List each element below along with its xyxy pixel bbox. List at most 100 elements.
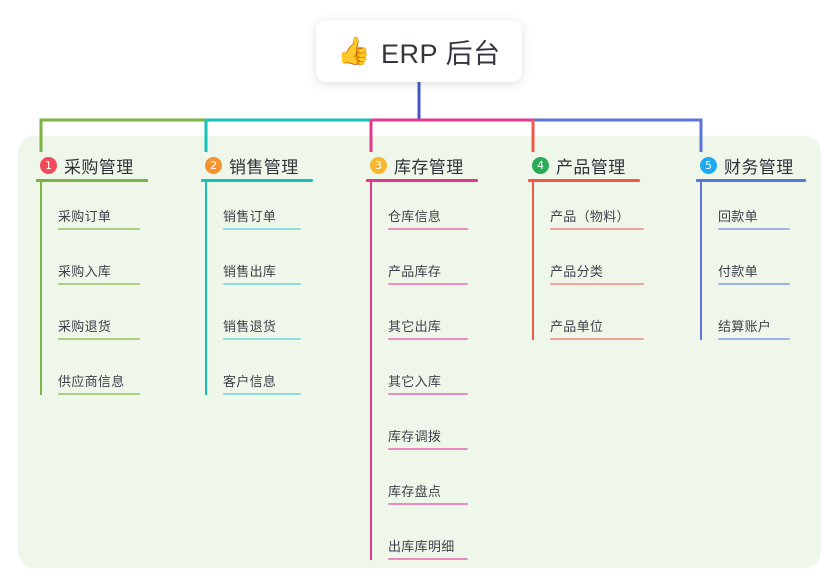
- branch-item[interactable]: 采购退货: [36, 292, 152, 347]
- branch-number-badge: 4: [532, 156, 549, 174]
- branch-item-label: 其它入库: [388, 374, 442, 389]
- branch-item[interactable]: 回款单: [696, 182, 810, 237]
- branch-title: 产品管理: [556, 157, 626, 177]
- branch-number-badge: 2: [205, 156, 222, 174]
- branch-item-underline: [718, 338, 790, 340]
- branch-title: 财务管理: [724, 157, 794, 177]
- branch-spine: [370, 182, 372, 560]
- branch-items: 采购订单采购入库采购退货供应商信息: [36, 182, 152, 402]
- branch-title: 销售管理: [229, 157, 299, 177]
- branch-item-label: 库存盘点: [388, 484, 442, 499]
- branch-item-underline: [58, 283, 140, 285]
- branch-item[interactable]: 库存调拨: [366, 402, 482, 457]
- branch-item-underline: [388, 283, 468, 285]
- branch-item-underline: [388, 503, 468, 505]
- branch-item[interactable]: 库存盘点: [366, 457, 482, 512]
- branch-column-2: 2 销售管理销售订单销售出库销售退货客户信息: [201, 148, 317, 402]
- branch-item[interactable]: 销售订单: [201, 182, 317, 237]
- branch-item-underline: [718, 283, 790, 285]
- branch-header-3[interactable]: 3 库存管理: [366, 148, 482, 182]
- branch-item-label: 其它出库: [388, 319, 442, 334]
- branch-item[interactable]: 产品分类: [528, 237, 644, 292]
- branch-item-underline: [388, 558, 468, 560]
- branch-items: 产品（物料） 产品分类产品单位: [528, 182, 644, 347]
- branch-item-label: 出库库明细: [388, 539, 455, 554]
- branch-item-label: 采购退货: [58, 319, 112, 334]
- branch-number-badge: 3: [370, 156, 387, 174]
- branch-item-underline: [550, 283, 644, 285]
- branch-item[interactable]: 采购订单: [36, 182, 152, 237]
- branch-item-underline: [550, 338, 644, 340]
- branch-header-5[interactable]: 5 财务管理: [696, 148, 810, 182]
- branch-column-5: 5 财务管理回款单付款单结算账户: [696, 148, 810, 347]
- diagram-panel: [18, 136, 821, 568]
- branch-item-label: 仓库信息: [388, 209, 442, 224]
- branch-item[interactable]: 出库库明细: [366, 512, 482, 567]
- branch-item[interactable]: 其它出库: [366, 292, 482, 347]
- branch-item-label: 销售出库: [223, 264, 277, 279]
- branch-item[interactable]: 其它入库: [366, 347, 482, 402]
- branch-spine: [40, 182, 42, 395]
- branch-item-label: 销售退货: [223, 319, 277, 334]
- branch-item[interactable]: 产品库存: [366, 237, 482, 292]
- branch-item-underline: [550, 228, 644, 230]
- branch-item[interactable]: 产品（物料）: [528, 182, 644, 237]
- branch-items: 回款单付款单结算账户: [696, 182, 810, 347]
- branch-item[interactable]: 付款单: [696, 237, 810, 292]
- branch-underline: [366, 179, 478, 182]
- branch-item-label: 回款单: [718, 209, 758, 224]
- branch-item[interactable]: 客户信息: [201, 347, 317, 402]
- branch-item[interactable]: 仓库信息: [366, 182, 482, 237]
- branch-item-underline: [388, 228, 468, 230]
- branch-item-label: 产品分类: [550, 264, 604, 279]
- branch-header-4[interactable]: 4 产品管理: [528, 148, 644, 182]
- branch-items: 仓库信息产品库存其它出库其它入库库存调拨库存盘点出库库明细: [366, 182, 482, 567]
- branch-number-badge: 5: [700, 156, 717, 174]
- branch-item-label: 付款单: [718, 264, 758, 279]
- branch-underline: [528, 179, 640, 182]
- branch-title: 采购管理: [64, 157, 134, 177]
- branch-spine: [532, 182, 534, 340]
- branch-item-underline: [58, 393, 140, 395]
- branch-item-underline: [718, 228, 790, 230]
- branch-item-underline: [58, 338, 140, 340]
- branch-item-underline: [223, 338, 301, 340]
- branch-item[interactable]: 销售退货: [201, 292, 317, 347]
- branch-item-underline: [388, 393, 468, 395]
- branch-item-label: 销售订单: [223, 209, 277, 224]
- branch-title: 库存管理: [394, 157, 464, 177]
- branch-item[interactable]: 结算账户: [696, 292, 810, 347]
- branch-item-label: 产品库存: [388, 264, 442, 279]
- branch-item-label: 产品（物料）: [550, 209, 630, 224]
- thumbs-up-icon: 👍: [337, 35, 372, 66]
- branch-header-1[interactable]: 1 采购管理: [36, 148, 152, 182]
- branch-item[interactable]: 供应商信息: [36, 347, 152, 402]
- branch-item-underline: [388, 338, 468, 340]
- branch-column-3: 3 库存管理仓库信息产品库存其它出库其它入库库存调拨库存盘点出库库明细: [366, 148, 482, 567]
- branch-item-underline: [58, 228, 140, 230]
- branch-item[interactable]: 产品单位: [528, 292, 644, 347]
- branch-item-underline: [223, 283, 301, 285]
- branch-underline: [201, 179, 313, 182]
- branch-number-badge: 1: [40, 156, 57, 174]
- branch-item-underline: [223, 393, 301, 395]
- branch-item-underline: [388, 448, 468, 450]
- branch-item-underline: [223, 228, 301, 230]
- branch-column-1: 1 采购管理采购订单采购入库采购退货供应商信息: [36, 148, 152, 402]
- branch-item-label: 采购入库: [58, 264, 112, 279]
- branch-spine: [700, 182, 702, 340]
- branch-underline: [36, 179, 148, 182]
- branch-item[interactable]: 采购入库: [36, 237, 152, 292]
- root-node[interactable]: 👍 ERP 后台: [316, 20, 522, 82]
- branch-items: 销售订单销售出库销售退货客户信息: [201, 182, 317, 402]
- branch-item-label: 供应商信息: [58, 374, 125, 389]
- root-node-title: ERP 后台: [381, 38, 501, 69]
- branch-item-label: 客户信息: [223, 374, 277, 389]
- branch-item-label: 采购订单: [58, 209, 112, 224]
- branch-spine: [205, 182, 207, 395]
- branch-header-2[interactable]: 2 销售管理: [201, 148, 317, 182]
- branch-item[interactable]: 销售出库: [201, 237, 317, 292]
- branch-item-label: 结算账户: [718, 319, 772, 334]
- branch-underline: [696, 179, 806, 182]
